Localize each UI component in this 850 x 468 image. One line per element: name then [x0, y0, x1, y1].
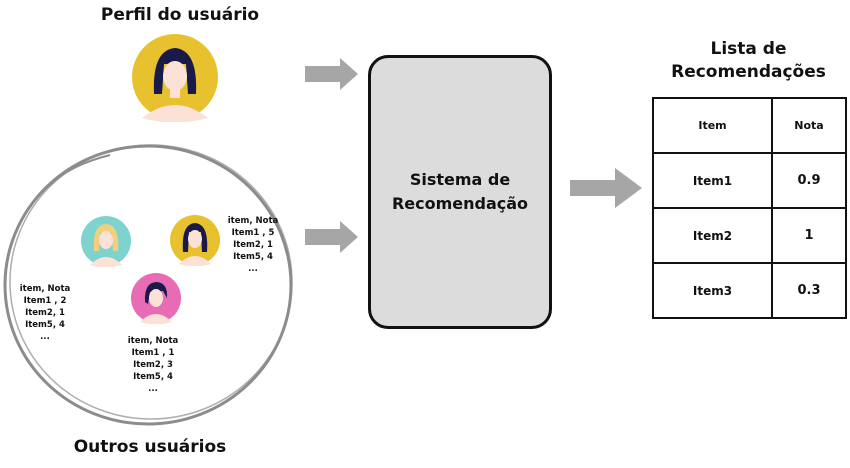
- table-cell-item: Item2: [652, 207, 773, 264]
- table-cell-nota: 0.9: [771, 152, 847, 209]
- arrow-users-to-system: [305, 221, 358, 253]
- recommendation-list-title: Lista de Recomendações: [671, 39, 826, 82]
- user-profile-avatar-icon: [132, 34, 218, 122]
- user-avatar-darkhair-icon: [170, 215, 220, 266]
- user2-ratings: item, Nota Item1 , 5 Item2, 1 Item5, 4 .…: [227, 216, 279, 274]
- table-row: Item3 0.3: [652, 262, 847, 319]
- table-header-item: Item: [652, 97, 773, 154]
- table-row: Item2 1: [652, 207, 847, 264]
- other-users-title: Outros usuários: [73, 437, 227, 457]
- arrow-system-to-list: [570, 168, 642, 208]
- recommendation-table: Item Nota Item1 0.9 Item2 1 Item3 0.3: [652, 97, 847, 319]
- table-cell-item: Item1: [652, 152, 773, 209]
- table-header-nota: Nota: [771, 97, 847, 154]
- user-avatar-pink-icon: [131, 273, 181, 324]
- table-row: Item1 0.9: [652, 152, 847, 209]
- arrow-profile-to-system: [305, 58, 358, 90]
- user3-ratings: item, Nota Item1 , 1 Item2, 3 Item5, 4 .…: [127, 336, 179, 394]
- recommendation-system-box: Sistema de Recomendação: [368, 55, 552, 329]
- table-cell-item: Item3: [652, 262, 773, 319]
- table-header-row: Item Nota: [652, 97, 847, 154]
- table-cell-nota: 1: [771, 207, 847, 264]
- user1-ratings: item, Nota Item1 , 2 Item2, 1 Item5, 4 .…: [19, 284, 71, 342]
- table-cell-nota: 0.3: [771, 262, 847, 319]
- user-avatar-blonde-icon: [81, 216, 131, 267]
- user-group-circle: [3, 144, 293, 426]
- user-profile-title: Perfil do usuário: [100, 5, 260, 25]
